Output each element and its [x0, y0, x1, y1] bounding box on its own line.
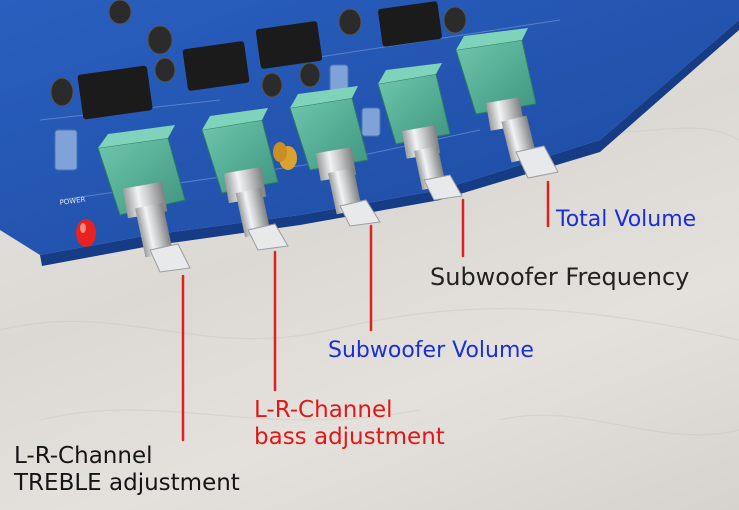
- treble-label-line1: L-R-Channel: [14, 443, 153, 469]
- bass-adjustment-label: L-R-Channel bass adjustment: [254, 397, 445, 451]
- bass-label-line1: L-R-Channel: [254, 397, 393, 423]
- subwoofer-frequency-label: Subwoofer Frequency: [430, 263, 690, 291]
- subwoofer-frequency-potentiometer: [377, 63, 463, 201]
- total-volume-label: Total Volume: [556, 207, 697, 232]
- ic-chip: [77, 1, 442, 120]
- treble-adjustment-label: L-R-Channel TREBLE adjustment: [14, 443, 240, 497]
- treble-potentiometer: [97, 125, 191, 273]
- subwoofer-volume-potentiometer: [289, 86, 381, 227]
- treble-label-line2: TREBLE adjustment: [14, 470, 240, 496]
- pointer-lines: [181, 180, 550, 442]
- capacitor: [50, 0, 467, 107]
- subwoofer-volume-label: Subwoofer Volume: [328, 338, 534, 363]
- power-led: POWER: [59, 195, 96, 247]
- power-silkscreen: POWER: [59, 195, 86, 207]
- bass-label-line2: bass adjustment: [254, 424, 445, 450]
- total-volume-potentiometer: [455, 28, 559, 179]
- bass-potentiometer: [201, 108, 289, 251]
